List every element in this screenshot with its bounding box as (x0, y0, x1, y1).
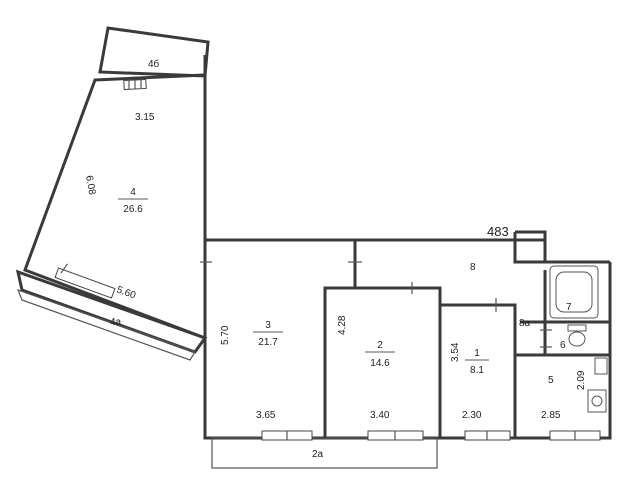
toilet-fixture (567, 324, 587, 347)
balcony-4b (98, 26, 210, 78)
room-number-4: 4 (130, 187, 136, 198)
dimension-2-85: 2.85 (541, 410, 561, 421)
room-4-walls (15, 73, 208, 354)
stove-fixture (587, 389, 607, 413)
window-room-4-bottom (54, 263, 116, 299)
dimension-5-60: 5.60 (115, 284, 137, 301)
room-label-4: 4 26.6 (118, 187, 148, 215)
balcony-2a (211, 437, 438, 469)
interior-walls (323, 230, 610, 438)
plan-marker-number: 483 (487, 224, 509, 239)
room-label-4a: 4а (110, 317, 122, 328)
room-number-6: 6 (560, 340, 566, 351)
room-number-5: 5 (548, 375, 554, 386)
dimension-3-15: 3.15 (135, 112, 155, 123)
window-room-3 (261, 430, 313, 441)
room-label-1: 1 8.1 (465, 348, 489, 376)
door-markers (200, 261, 552, 348)
sink-fixture (594, 357, 608, 375)
room-number-2a: 2а (312, 449, 324, 460)
room-area-4: 26.6 (123, 204, 143, 215)
room-area-1: 8.1 (470, 365, 484, 376)
dimension-3-65: 3.65 (256, 410, 276, 421)
dimension-4-28: 4.28 (337, 315, 348, 335)
room-number-8a: 8а (519, 318, 531, 329)
room-number-8: 8 (470, 262, 476, 273)
window-room-4-top (123, 78, 147, 91)
dimension-5-70: 5.70 (220, 325, 231, 345)
room-number-4b: 4б (148, 58, 160, 70)
room-number-7: 7 (566, 302, 572, 313)
dimension-6-08: 6.08 (83, 175, 97, 197)
room-label-2: 2 14.6 (365, 340, 395, 369)
room-number-3: 3 (265, 320, 271, 331)
room-label-3: 3 21.7 (253, 320, 283, 348)
window-room-2 (367, 430, 424, 441)
room-label-4b: 4б (148, 58, 160, 70)
bathtub-fixture (549, 265, 599, 319)
room-number-1: 1 (474, 348, 480, 359)
dimension-2-30: 2.30 (462, 410, 482, 421)
dimension-2-09: 2.09 (576, 370, 587, 390)
window-room-1 (464, 430, 511, 441)
balcony-4a (16, 288, 196, 361)
room-area-3: 21.7 (258, 337, 278, 348)
dimension-3-54: 3.54 (450, 342, 461, 362)
room-area-2: 14.6 (370, 358, 390, 369)
room-number-4a: 4а (110, 317, 122, 328)
window-room-5 (549, 430, 601, 441)
room-number-2: 2 (377, 340, 383, 351)
dimension-3-40: 3.40 (370, 410, 390, 421)
